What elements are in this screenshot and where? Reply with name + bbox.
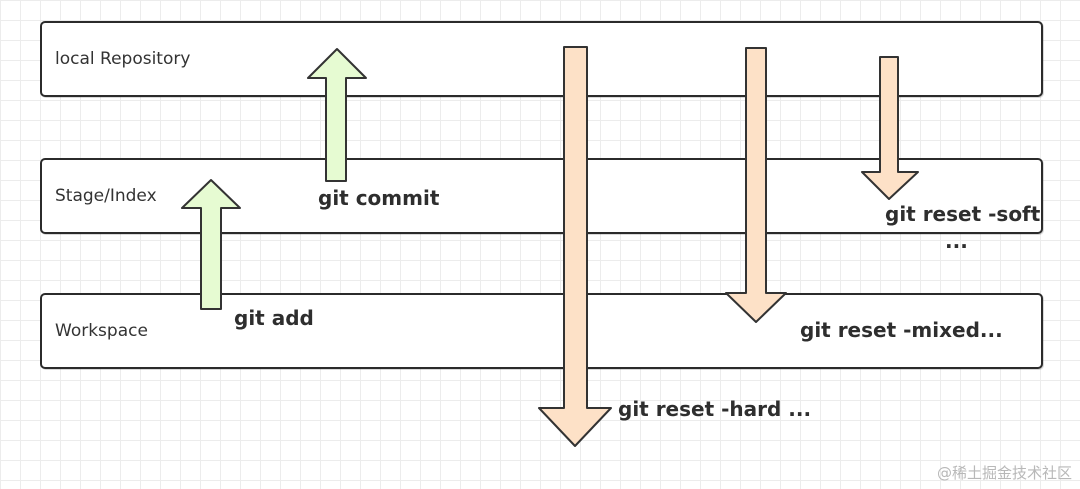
git-add-label: git add (234, 306, 314, 330)
git-reset-mixed-arrow-icon (725, 47, 787, 323)
stage-index-label: Stage/Index (55, 186, 157, 206)
watermark: @稀土掘金技术社区 (936, 464, 1072, 482)
workspace-label: Workspace (55, 321, 148, 341)
git-reset-soft-ellipsis: ... (945, 229, 968, 253)
git-reset-mixed-label: git reset -mixed... (800, 318, 1003, 342)
git-reset-soft-label: git reset -soft (885, 202, 1041, 226)
local-repository-label: local Repository (55, 49, 191, 69)
local-repository-layer: local Repository (40, 21, 1043, 97)
git-reset-hard-arrow-icon (538, 46, 612, 447)
git-reset-soft-arrow-icon (861, 56, 919, 200)
git-commit-label: git commit (318, 186, 440, 210)
git-commit-arrow-icon (307, 48, 367, 182)
git-add-arrow-icon (181, 179, 241, 310)
git-reset-hard-label: git reset -hard ... (618, 397, 812, 421)
